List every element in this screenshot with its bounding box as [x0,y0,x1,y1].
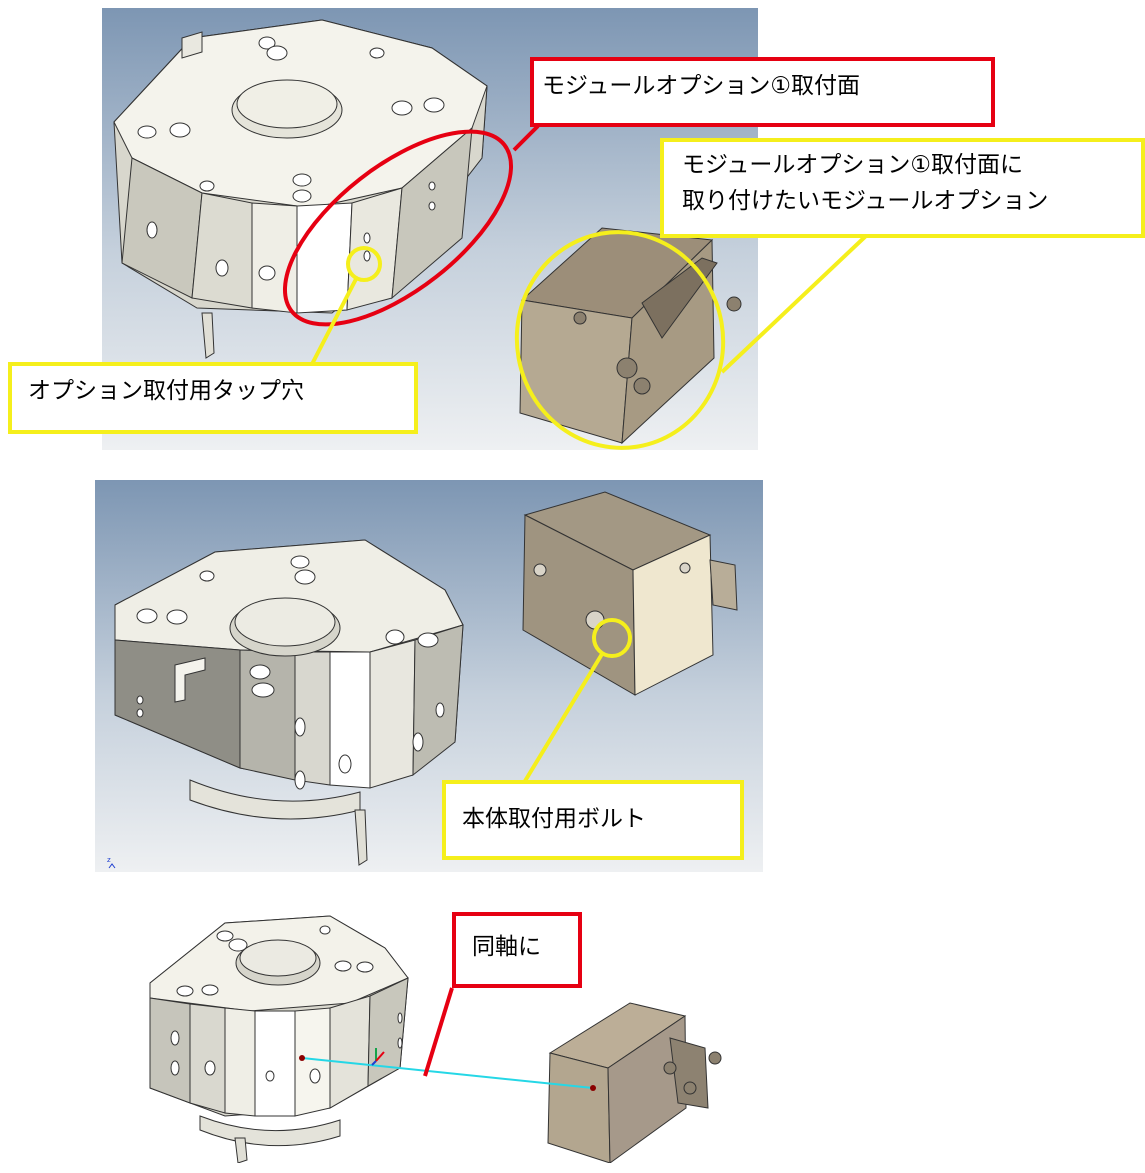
callout-mount-face-text: モジュールオプション①取付面 [542,73,861,99]
axis-triad-icon [108,863,116,869]
gripper-body-2 [114,539,464,866]
axis-triad-label: z [107,856,111,864]
callout-mount-face: モジュールオプション①取付面 [530,57,995,127]
callout-bolt: 本体取付用ボルト [442,780,744,860]
callout-coaxial: 同軸に [452,912,582,988]
coordinate-triad-icon [371,1048,385,1066]
axis-point-body [299,1055,305,1061]
callout-tap-hole-text: オプション取付用タップ穴 [28,378,304,404]
cad-view-3 [130,908,728,1163]
callout-coaxial-text: 同軸に [472,934,541,960]
gripper-body-3 [149,915,409,1163]
axis-point-module [590,1085,596,1091]
callout-module-option: モジュールオプション①取付面に 取り付けたいモジュールオプション [660,138,1145,238]
callout-module-option-line1: モジュールオプション①取付面に [682,152,1024,178]
callout-bolt-text: 本体取付用ボルト [462,806,646,832]
module-option-3 [547,1002,722,1163]
callout-module-option-line2: 取り付けたいモジュールオプション [682,187,1049,214]
callout-tap-hole: オプション取付用タップ穴 [8,362,418,434]
viewport-3 [130,908,728,1163]
